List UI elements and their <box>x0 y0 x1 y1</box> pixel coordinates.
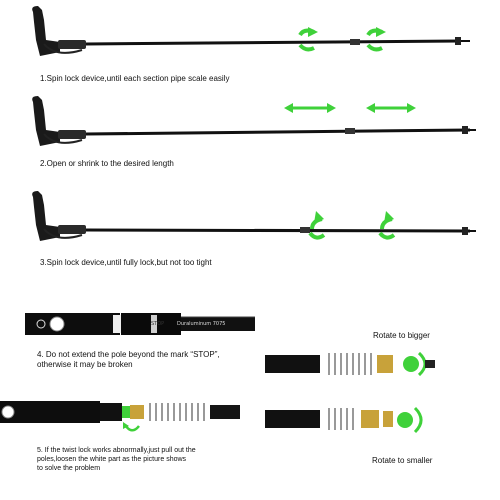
rotate-smaller-photo <box>265 398 440 442</box>
pole-closeup <box>25 313 255 335</box>
stop-mark-label: STOP <box>151 321 165 327</box>
tip-4-line-1: 4. Do not extend the pole beyond the mar… <box>37 350 220 359</box>
twist-lock-photo <box>0 393 240 433</box>
trekking-pole-illustration <box>32 96 476 146</box>
tip-5-caption: 5. If the twist lock works abnormally,ju… <box>37 446 196 473</box>
rotate-bigger-label: Rotate to bigger <box>373 331 430 340</box>
step-number: 3. <box>40 258 47 267</box>
twist-lock-closeup <box>0 401 240 423</box>
double-arrow-icon <box>366 103 416 113</box>
rotate-arrow-icon <box>298 27 318 52</box>
step-1-caption: 1.Spin lock device,until each section pi… <box>40 74 229 84</box>
step-1: 1.Spin lock device,until each section pi… <box>0 0 500 90</box>
step-number: 1. <box>40 74 47 83</box>
tip-4-caption: 4. Do not extend the pole beyond the mar… <box>37 350 220 370</box>
step-2-caption: 2.Open or shrink to the desired length <box>40 159 174 169</box>
rotate-arrow-icon <box>366 27 386 52</box>
step-text: Open or shrink to the desired length <box>46 159 174 168</box>
tip-5-line-2: poles,loosen the white part as the pictu… <box>37 456 187 463</box>
rotate-bigger-photo <box>265 343 440 385</box>
step-2: 2.Open or shrink to the desired length <box>0 90 500 180</box>
tip-5-line-3: to solve the problem <box>37 465 101 472</box>
step-3-caption: 3.Spin lock device,until fully lock,but … <box>40 258 212 268</box>
stop-mark-photo: Duraluminum 7075 STOP <box>25 305 255 345</box>
step-3: 3.Spin lock device,until fully lock,but … <box>0 185 500 280</box>
lock-expanded-closeup <box>265 351 435 377</box>
rotate-smaller-label: Rotate to smaller <box>372 456 433 465</box>
step-text: Spin lock device,until each section pipe… <box>46 74 230 83</box>
rotate-back-arrow-icon <box>378 211 396 240</box>
rotate-back-arrow-icon <box>308 211 326 240</box>
step-number: 2. <box>40 159 47 168</box>
step-text: Spin lock device,until fully lock,but no… <box>46 258 212 267</box>
trekking-pole-illustration <box>32 6 470 56</box>
pole-printed-text: Duraluminum 7075 <box>177 321 226 327</box>
rotate-arrow-icon <box>123 422 140 432</box>
lock-compressed-closeup <box>265 406 423 434</box>
double-arrow-icon <box>284 103 336 113</box>
tip-5-line-1: 5. If the twist lock works abnormally,ju… <box>37 447 196 454</box>
trekking-pole-illustration <box>32 191 476 241</box>
tip-4-line-2: otherwise it may be broken <box>37 360 133 369</box>
